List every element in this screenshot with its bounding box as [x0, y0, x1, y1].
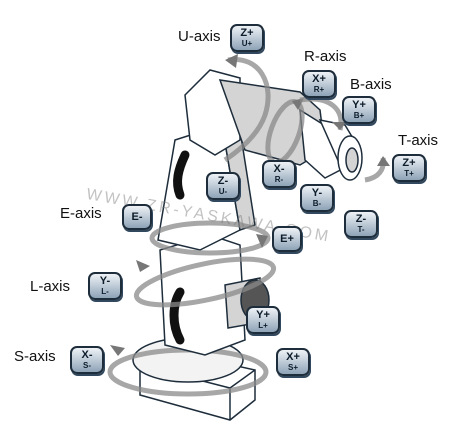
key-top-label: Y-: [99, 275, 111, 287]
key-top-label: E+: [280, 232, 294, 245]
key-x-minus-s-minus[interactable]: X- S-: [70, 346, 104, 374]
key-e-plus[interactable]: E+: [272, 226, 302, 252]
t-axis-label: T-axis: [398, 132, 439, 149]
r-axis-label: R-axis: [304, 48, 347, 65]
s-axis-label: S-axis: [14, 348, 56, 365]
key-bottom-label: T+: [404, 169, 414, 178]
key-top-label: Y-: [311, 187, 323, 199]
t-axis-rotation-arrow: [364, 156, 390, 183]
key-top-label: Z-: [355, 213, 367, 225]
key-z-minus-t-minus[interactable]: Z- T-: [344, 210, 378, 238]
b-axis-label: B-axis: [350, 76, 392, 93]
key-e-minus[interactable]: E-: [122, 204, 152, 230]
key-y-minus-b-minus[interactable]: Y- B-: [300, 184, 334, 212]
e-axis-label: E-axis: [60, 205, 102, 222]
key-x-plus-r-plus[interactable]: X+ R+: [302, 70, 336, 98]
key-top-label: Y+: [352, 99, 366, 111]
key-bottom-label: R+: [313, 85, 325, 94]
e-axis-rotation-arrow: [149, 220, 271, 256]
u-axis-rotation-arrow: [223, 54, 271, 163]
key-top-label: Z+: [402, 157, 416, 169]
key-top-label: X+: [312, 73, 326, 85]
key-top-label: E-: [131, 210, 143, 223]
key-bottom-label: L+: [258, 321, 268, 330]
key-bottom-label: B+: [353, 111, 365, 120]
key-bottom-label: T-: [357, 225, 365, 234]
key-z-plus-u-plus[interactable]: Z+ U+: [230, 24, 264, 52]
key-top-label: X+: [286, 351, 300, 363]
b-axis-rotation-arrow: [299, 96, 346, 131]
key-z-plus-t-plus[interactable]: Z+ T+: [392, 154, 426, 182]
key-bottom-label: R-: [274, 175, 284, 184]
key-y-plus-l-plus[interactable]: Y+ L+: [246, 306, 280, 334]
key-x-plus-s-plus[interactable]: X+ S+: [276, 348, 310, 376]
key-top-label: Z-: [217, 175, 229, 187]
key-bottom-label: B-: [312, 199, 322, 208]
key-x-minus-r-minus[interactable]: X- R-: [262, 160, 296, 188]
key-top-label: X-: [273, 163, 285, 175]
robot-wrist: [318, 118, 363, 181]
key-bottom-label: U-: [218, 187, 228, 196]
key-bottom-label: U+: [241, 39, 253, 48]
key-y-plus-b-plus[interactable]: Y+ B+: [342, 96, 376, 124]
key-bottom-label: S+: [287, 363, 298, 372]
l-axis-rotation-arrow: [133, 256, 277, 308]
key-top-label: X-: [81, 349, 93, 361]
key-top-label: Y+: [256, 309, 270, 321]
l-axis-label: L-axis: [30, 278, 71, 295]
key-bottom-label: S-: [83, 361, 91, 370]
key-y-minus-l-minus[interactable]: Y- L-: [88, 272, 122, 300]
key-bottom-label: L-: [101, 287, 109, 296]
u-axis-label: U-axis: [178, 28, 221, 45]
key-top-label: Z+: [240, 27, 254, 39]
key-z-minus-u-minus[interactable]: Z- U-: [206, 172, 240, 200]
